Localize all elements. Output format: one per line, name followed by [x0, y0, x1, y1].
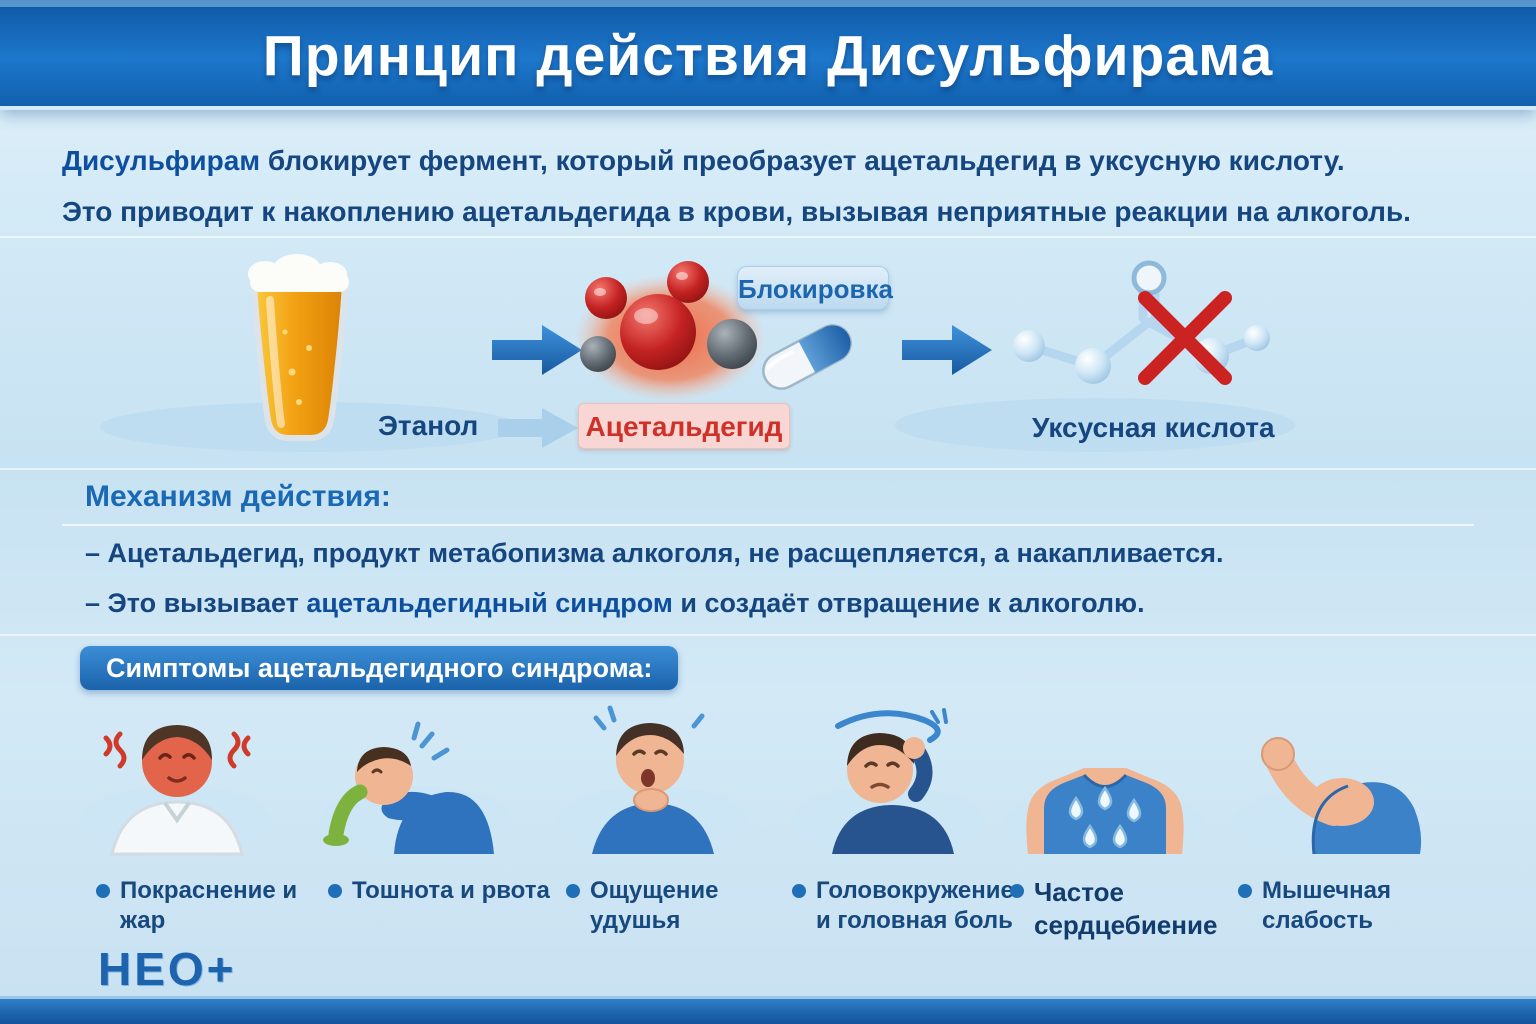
symptom-icon-flushing	[62, 690, 292, 866]
mechanism-underline	[62, 524, 1474, 526]
header-top-strip	[0, 0, 1536, 7]
symptom-icon-heartbeat	[990, 690, 1220, 866]
section-divider	[0, 236, 1536, 238]
neo-plus-logo: НЕО+	[98, 943, 237, 995]
dizzy-man-icon	[791, 708, 983, 858]
bullet2-suffix: и создаёт отвращение к алкоголю.	[672, 588, 1145, 618]
flow-right-blob	[895, 398, 1295, 452]
beer-glass-icon	[248, 254, 349, 441]
ethanol-label: Этанол	[378, 410, 479, 441]
symptom-icon-choking	[538, 690, 768, 866]
bullet-dot	[792, 884, 806, 898]
page-title: Принцип действия Дисульфирама	[262, 24, 1274, 88]
symptoms-heading-ribbon: Симптомы ацетальдегидного синдрома:	[80, 646, 679, 690]
symptom-label-dizziness: Головокружение и головная боль	[792, 876, 1024, 936]
symptom-label-weakness: Мышечная слабость	[1238, 876, 1470, 936]
section-divider	[0, 468, 1536, 470]
bullet-dot	[1010, 884, 1024, 898]
intro-line-1: Дисульфирам блокирует фермент, который п…	[62, 136, 1482, 187]
bullet-dot	[96, 884, 110, 898]
drug-name: Дисульфирам	[62, 145, 261, 176]
sweating-torso-icon	[1005, 768, 1205, 858]
intro-text: Дисульфирам блокирует фермент, который п…	[62, 136, 1482, 238]
red-x-icon	[1138, 291, 1232, 385]
bullet2-bold: ацетальдегидный синдром	[306, 588, 673, 618]
label-arrow-icon	[498, 408, 578, 448]
pill-capsule-icon	[762, 324, 852, 390]
symptom-icon-dizziness	[772, 690, 1002, 866]
intro-line-1-rest: блокирует фермент, который преобразует а…	[260, 145, 1345, 176]
mechanism-bullet-1: – Ацетальдегид, продукт метабопизма алко…	[85, 538, 1224, 568]
blocking-badge: Блокировка	[737, 266, 893, 310]
acetaldehyde-molecule-icon	[574, 261, 766, 402]
header-band	[0, 0, 1536, 110]
mechanism-bullet-2: – Это вызывает ацетальдегидный синдром и…	[85, 588, 1465, 619]
symptom-label-heartbeat: Частое сердцебиение	[1010, 876, 1242, 941]
intro-line-2: Это приводит к накоплению ацетальдегида …	[62, 195, 1411, 227]
mechanism-heading: Механизм действия:	[85, 480, 391, 513]
acetic-acid-label: Уксусная кислота	[1032, 412, 1275, 443]
bullet-dot	[1238, 884, 1252, 898]
choking-man-icon	[557, 705, 749, 858]
section-divider	[0, 634, 1536, 636]
bullet-dot	[566, 884, 580, 898]
flushed-man-icon	[81, 725, 273, 858]
flow-arrow-icon	[902, 325, 992, 375]
symptom-label-choking: Ощущение удушья	[566, 876, 798, 936]
bullet2-prefix: – Это вызывает	[85, 588, 307, 618]
vomiting-man-icon	[319, 721, 511, 858]
acetic-acid-molecule-icon	[1013, 260, 1270, 385]
symptom-label-flushing: Покраснение и жар	[96, 876, 328, 936]
symptom-icon-weakness	[1212, 690, 1442, 866]
flow-arrow-icon	[492, 325, 582, 375]
footer-band	[0, 996, 1536, 1024]
acetaldehyde-label: Ацетальдегид	[578, 403, 790, 449]
symptom-label-nausea: Тошнота и рвота	[328, 876, 560, 906]
bullet-dot	[328, 884, 342, 898]
symptom-icon-nausea	[300, 690, 530, 866]
weak-arm-icon	[1231, 737, 1423, 858]
